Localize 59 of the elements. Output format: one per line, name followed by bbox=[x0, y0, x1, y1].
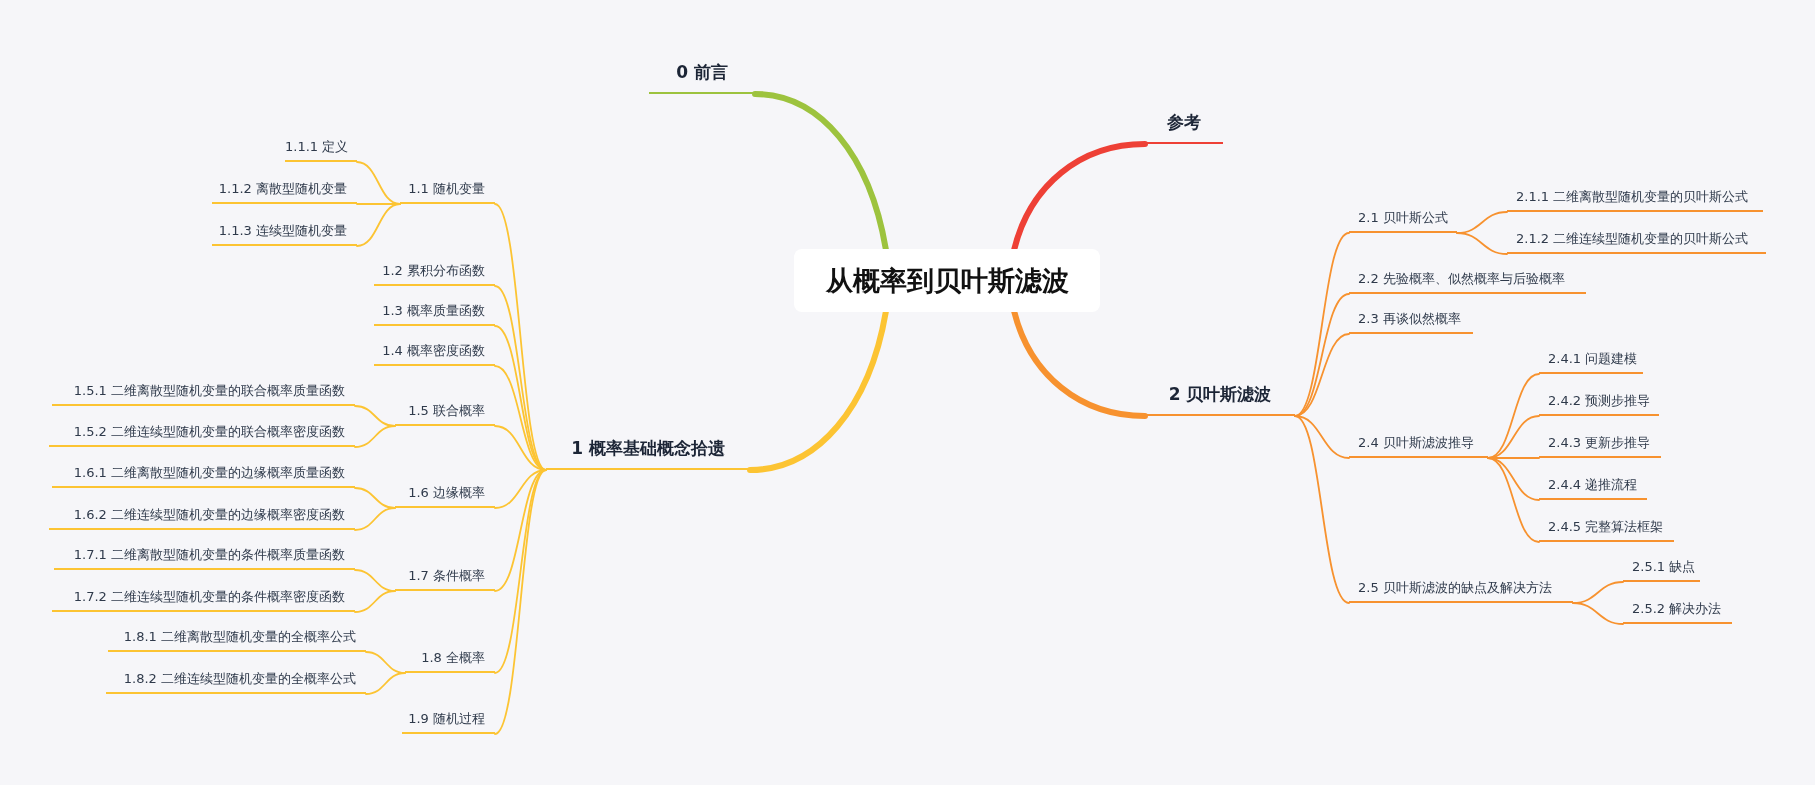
subtopic-label: 1.5.1 二维离散型随机变量的联合概率质量函数 bbox=[52, 382, 355, 406]
branch-line bbox=[365, 672, 406, 695]
subtopic-label: 1.6.1 二维离散型随机变量的边缘概率质量函数 bbox=[52, 464, 355, 488]
branch-line bbox=[1487, 457, 1540, 501]
subtopic-label: 1.7.2 二维连续型随机变量的条件概率密度函数 bbox=[52, 588, 355, 612]
branch-line bbox=[494, 325, 547, 471]
branch-line bbox=[494, 469, 547, 674]
branch-line bbox=[354, 590, 396, 613]
main-topic-label: 1 概率基础概念拾遗 bbox=[546, 436, 750, 470]
main-topic-label: 参考 bbox=[1145, 110, 1223, 144]
subtopic-label: 1.5 联合概率 bbox=[395, 402, 495, 426]
subtopic-label: 2.2 先验概率、似然概率与后验概率 bbox=[1349, 270, 1586, 294]
subtopic-label: 2.4.2 预测步推导 bbox=[1539, 392, 1659, 416]
subtopic-label: 1.1.3 连续型随机变量 bbox=[212, 222, 357, 246]
subtopic-label: 2.4.4 递推流程 bbox=[1539, 476, 1647, 500]
branch-line bbox=[752, 91, 889, 252]
subtopic-label: 2.4.3 更新步推导 bbox=[1539, 434, 1661, 458]
branch-line bbox=[1456, 232, 1508, 255]
branch-line bbox=[494, 469, 547, 592]
branch-line bbox=[747, 309, 889, 473]
subtopic-label: 1.4 概率密度函数 bbox=[374, 342, 495, 366]
subtopic-label: 1.2 累积分布函数 bbox=[374, 262, 495, 286]
subtopic-label: 2.4.5 完整算法框架 bbox=[1539, 518, 1674, 542]
subtopic-label: 2.1.2 二维连续型随机变量的贝叶斯公式 bbox=[1507, 230, 1766, 254]
branch-line bbox=[1294, 415, 1350, 459]
subtopic-label: 2.4 贝叶斯滤波推导 bbox=[1349, 434, 1488, 458]
subtopic-label: 2.5.1 缺点 bbox=[1623, 558, 1700, 582]
subtopic-label: 1.6 边缘概率 bbox=[395, 484, 495, 508]
subtopic-label: 1.8.2 二维连续型随机变量的全概率公式 bbox=[106, 670, 366, 694]
subtopic-label: 1.7.1 二维离散型随机变量的条件概率质量函数 bbox=[54, 546, 355, 570]
branch-line bbox=[1011, 141, 1148, 252]
subtopic-label: 2.1 贝叶斯公式 bbox=[1349, 209, 1457, 233]
central-topic-box: 从概率到贝叶斯滤波 bbox=[794, 249, 1100, 312]
subtopic-label: 2.5.2 解决办法 bbox=[1623, 600, 1732, 624]
subtopic-label: 1.3 概率质量函数 bbox=[374, 302, 495, 326]
main-topic-label: 0 前言 bbox=[649, 60, 755, 94]
subtopic-label: 1.8.1 二维离散型随机变量的全概率公式 bbox=[108, 628, 366, 652]
main-topic-label: 2 贝叶斯滤波 bbox=[1145, 382, 1295, 416]
subtopic-label: 1.1.2 离散型随机变量 bbox=[212, 180, 357, 204]
subtopic-label: 1.1.1 定义 bbox=[285, 138, 357, 162]
branch-line bbox=[354, 507, 396, 531]
branch-line bbox=[1487, 457, 1540, 543]
subtopic-label: 2.1.1 二维离散型随机变量的贝叶斯公式 bbox=[1507, 188, 1763, 212]
branch-line bbox=[1011, 309, 1148, 419]
branch-line bbox=[1294, 415, 1350, 604]
branch-line bbox=[494, 469, 547, 735]
subtopic-label: 1.8 全概率 bbox=[405, 649, 495, 673]
subtopic-label: 1.7 条件概率 bbox=[395, 567, 495, 591]
branch-line bbox=[356, 203, 401, 247]
subtopic-label: 2.5 贝叶斯滤波的缺点及解决方法 bbox=[1349, 579, 1573, 603]
branch-line bbox=[354, 425, 396, 448]
branch-line bbox=[1294, 232, 1350, 417]
subtopic-label: 2.4.1 问题建模 bbox=[1539, 350, 1643, 374]
subtopic-label: 2.3 再谈似然概率 bbox=[1349, 310, 1473, 334]
subtopic-label: 1.6.2 二维连续型随机变量的边缘概率密度函数 bbox=[49, 506, 355, 530]
subtopic-label: 1.5.2 二维连续型随机变量的联合概率密度函数 bbox=[49, 423, 355, 447]
branch-line bbox=[1572, 602, 1624, 625]
subtopic-label: 1.9 随机过程 bbox=[402, 710, 495, 734]
subtopic-label: 1.1 随机变量 bbox=[400, 180, 495, 204]
